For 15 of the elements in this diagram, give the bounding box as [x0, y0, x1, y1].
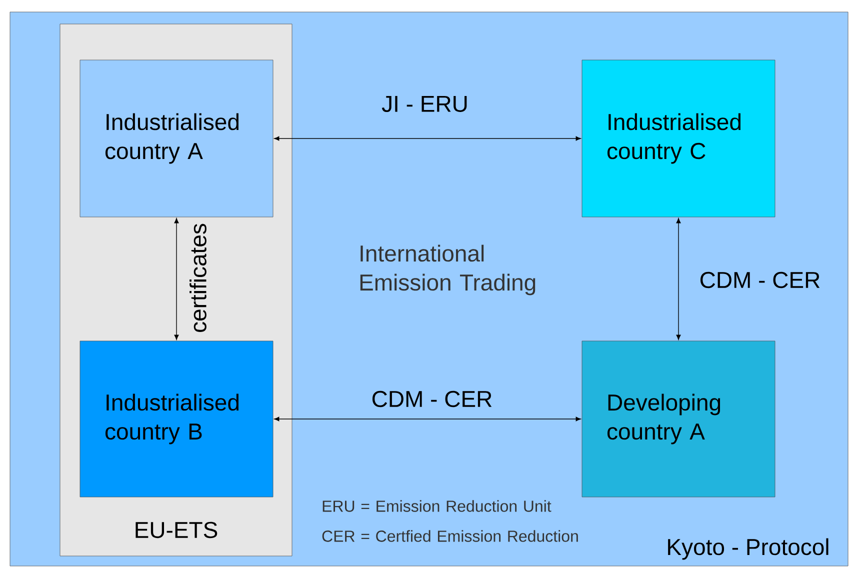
- diagram-label: International Emission Trading: [360, 244, 536, 296]
- edge-label: CDM - CER: [700, 272, 820, 288]
- arrow: [274, 416, 581, 422]
- edge-label: JI - ERU: [382, 96, 467, 112]
- country-box: Developing country A: [582, 340, 776, 498]
- note-text: CER = Certfied Emission Reduction: [322, 530, 578, 542]
- arrow: [676, 218, 681, 340]
- country-box: Industrialised country C: [582, 60, 776, 218]
- arrow: [174, 218, 179, 340]
- arrow: [274, 136, 581, 141]
- edge-label: CDM - CER: [372, 390, 492, 408]
- note-text: ERU = Emission Reduction Unit: [322, 500, 552, 512]
- country-box: Industrialised country A: [80, 60, 274, 218]
- edge-label: certificates: [190, 224, 206, 332]
- country-box: Industrialised country B: [80, 340, 274, 498]
